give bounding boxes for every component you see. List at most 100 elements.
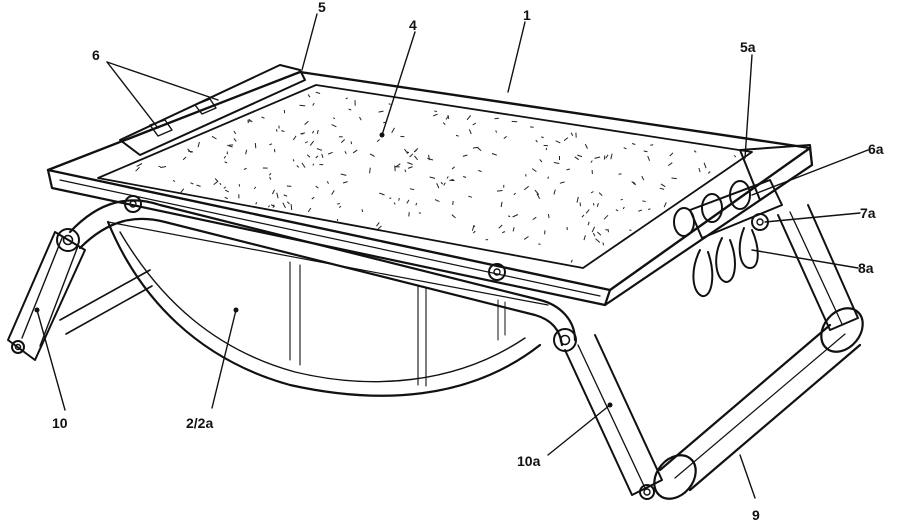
texture-speck: [597, 231, 602, 236]
texture-speck: [283, 194, 288, 197]
texture-speck: [583, 235, 586, 241]
texture-speck: [531, 168, 537, 173]
texture-speck: [570, 259, 573, 263]
texture-speck: [269, 143, 273, 146]
texture-speck: [500, 201, 503, 208]
texture-speck: [603, 214, 609, 220]
texture-speck: [418, 212, 422, 214]
texture-speck: [638, 209, 642, 212]
texture-speck: [299, 104, 306, 107]
side-tube: [68, 195, 577, 347]
texture-speck: [434, 199, 440, 203]
texture-speck: [547, 176, 549, 179]
texture-speck: [282, 202, 286, 209]
texture-speck: [268, 173, 272, 176]
texture-speck: [659, 187, 665, 190]
texture-speck: [468, 129, 472, 135]
texture-speck: [428, 154, 430, 161]
texture-speck: [135, 166, 140, 172]
texture-speck: [538, 243, 541, 245]
texture-speck: [344, 150, 347, 155]
texture-speck: [471, 224, 475, 231]
texture-speck: [429, 176, 436, 179]
texture-speck: [443, 182, 446, 186]
texture-speck: [404, 169, 407, 173]
texture-speck: [254, 143, 257, 149]
texture-speck: [281, 130, 285, 132]
texture-speck: [407, 162, 413, 165]
texture-speck: [436, 183, 440, 189]
texture-speck: [707, 171, 711, 174]
texture-speck: [596, 203, 599, 208]
texture-speck: [508, 215, 511, 218]
texture-speck: [632, 181, 636, 185]
texture-speck: [433, 113, 438, 117]
right-leg: [553, 204, 859, 500]
texture-speck: [535, 139, 538, 143]
label-6a: 6a: [868, 141, 884, 157]
texture-speck: [248, 118, 253, 123]
label-5: 5: [318, 0, 326, 15]
texture-speck: [494, 117, 499, 120]
texture-speck: [180, 188, 185, 193]
texture-speck: [233, 138, 237, 142]
texture-speck: [312, 102, 315, 106]
texture-speck: [548, 213, 550, 219]
texture-speck: [403, 148, 409, 154]
texture-speck: [255, 202, 258, 205]
texture-speck: [406, 199, 410, 204]
texture-speck: [414, 155, 418, 161]
texture-speck: [224, 196, 228, 200]
texture-speck: [382, 193, 385, 196]
texture-speck: [376, 139, 381, 142]
texture-speck: [340, 173, 347, 176]
texture-speck: [463, 175, 467, 178]
texture-speck: [610, 153, 613, 160]
texture-speck: [495, 130, 498, 133]
label-2-2a: 2/2a: [186, 415, 213, 431]
texture-speck: [445, 115, 449, 120]
texture-speck: [468, 195, 473, 198]
texture-speck: [292, 135, 297, 141]
texture-speck: [592, 232, 596, 237]
texture-speck: [369, 167, 371, 174]
texture-speck: [224, 161, 228, 164]
texture-speck: [733, 155, 737, 158]
texture-speck: [311, 196, 315, 200]
crossbar-tube: [653, 307, 864, 500]
texture-speck: [213, 180, 219, 185]
reference-labels: 5 4 1 6 5a 6a 7a 8a 10 2/2a 10a 9: [52, 0, 884, 523]
texture-speck: [214, 178, 219, 182]
texture-speck: [331, 124, 337, 128]
texture-speck: [669, 152, 674, 157]
texture-speck: [602, 242, 604, 246]
label-1: 1: [523, 7, 531, 23]
texture-speck: [327, 151, 333, 155]
texture-speck: [536, 193, 541, 199]
texture-speck: [307, 207, 312, 213]
texture-speck: [523, 236, 529, 240]
texture-speck: [301, 162, 306, 168]
texture-speck: [316, 129, 319, 135]
texture-speck: [409, 153, 414, 158]
texture-speck: [275, 129, 278, 132]
texture-speck: [703, 162, 707, 169]
label-4: 4: [409, 17, 417, 33]
texture-speck: [332, 117, 336, 120]
texture-speck: [331, 190, 335, 195]
texture-speck: [496, 190, 503, 192]
texture-speck: [605, 154, 609, 159]
texture-speck: [345, 97, 348, 100]
texture-speck: [224, 189, 230, 193]
texture-speck: [245, 149, 248, 155]
texture-speck: [541, 136, 544, 139]
texture-speck: [584, 143, 588, 149]
texture-speck: [641, 175, 645, 181]
texture-speck: [369, 153, 375, 157]
texture-speck: [172, 179, 176, 182]
texture-speck: [190, 182, 194, 185]
texture-speck: [570, 132, 574, 136]
texture-speck: [304, 120, 309, 125]
texture-speck: [555, 140, 561, 144]
